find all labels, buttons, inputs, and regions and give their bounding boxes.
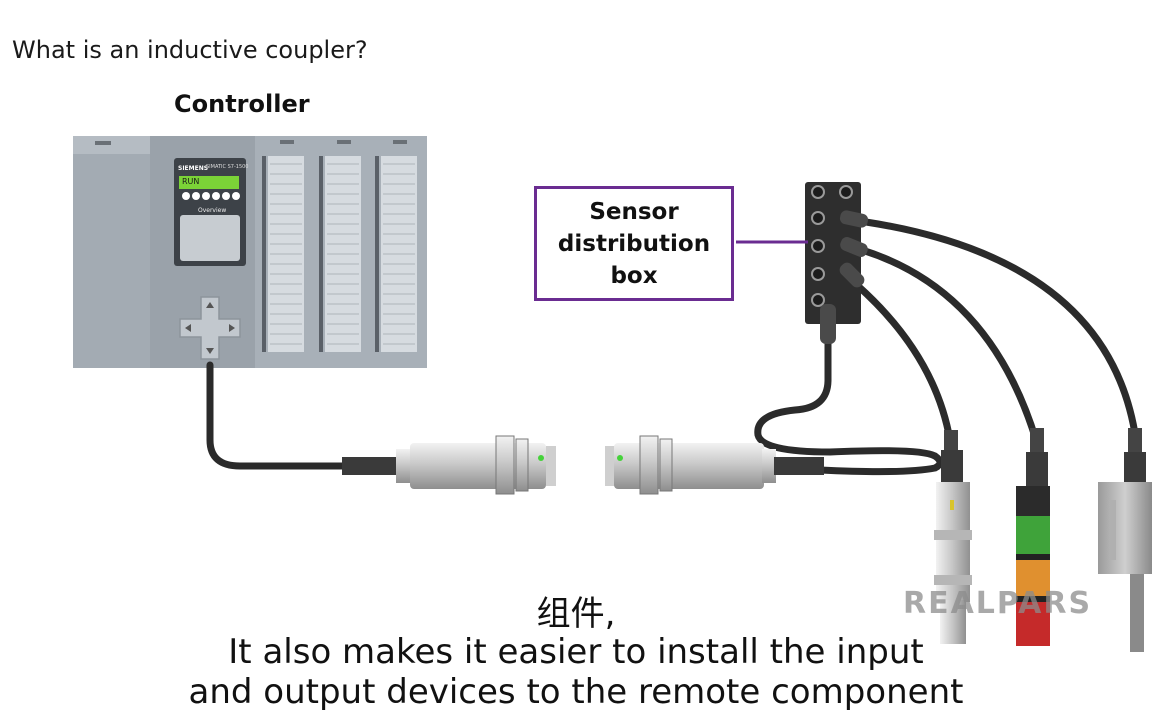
subtitle-line-1: It also makes it easier to install the i… xyxy=(228,632,924,672)
navigation-keypad[interactable] xyxy=(179,296,241,360)
inductive-coupler-secondary xyxy=(605,435,824,495)
run-indicator xyxy=(179,176,239,189)
sensor-cable xyxy=(854,282,954,444)
sensor-box-callout: Sensor distribution box xyxy=(534,186,734,301)
page-title: What is an inductive coupler? xyxy=(12,36,368,64)
realpars-watermark: REALPARS xyxy=(903,586,1093,621)
actuator-cable xyxy=(862,218,1140,444)
controller-cable xyxy=(206,361,349,470)
inductive-coupler-primary xyxy=(342,435,556,495)
sensor-box-label-line: box xyxy=(610,262,658,289)
plc-status: RUN xyxy=(182,177,200,186)
sensor-box-label-line: Sensor xyxy=(589,198,679,225)
controller-label: Controller xyxy=(174,90,310,118)
sensor-box-loop-cable xyxy=(754,336,944,476)
subtitle-line-2: and output devices to the remote compone… xyxy=(188,672,964,712)
io-modules xyxy=(262,156,417,352)
sensor-distribution-box xyxy=(805,182,869,344)
sensor-box-label-line: distribution xyxy=(557,230,711,257)
cables xyxy=(206,218,1140,476)
plc-model: SIMATIC S7-1500 xyxy=(206,164,249,170)
plc-brand: SIEMENS xyxy=(178,165,209,172)
controller xyxy=(73,136,427,368)
cpu-screen xyxy=(180,215,240,261)
stack-light xyxy=(1016,428,1050,646)
status-led-row xyxy=(182,192,240,200)
plc-display-title: Overview xyxy=(198,207,227,214)
subtitle-chinese: 组件, xyxy=(536,594,616,634)
proximity-sensor xyxy=(934,430,972,644)
linear-actuator xyxy=(1098,428,1152,652)
stack-light-cable xyxy=(858,246,1040,444)
